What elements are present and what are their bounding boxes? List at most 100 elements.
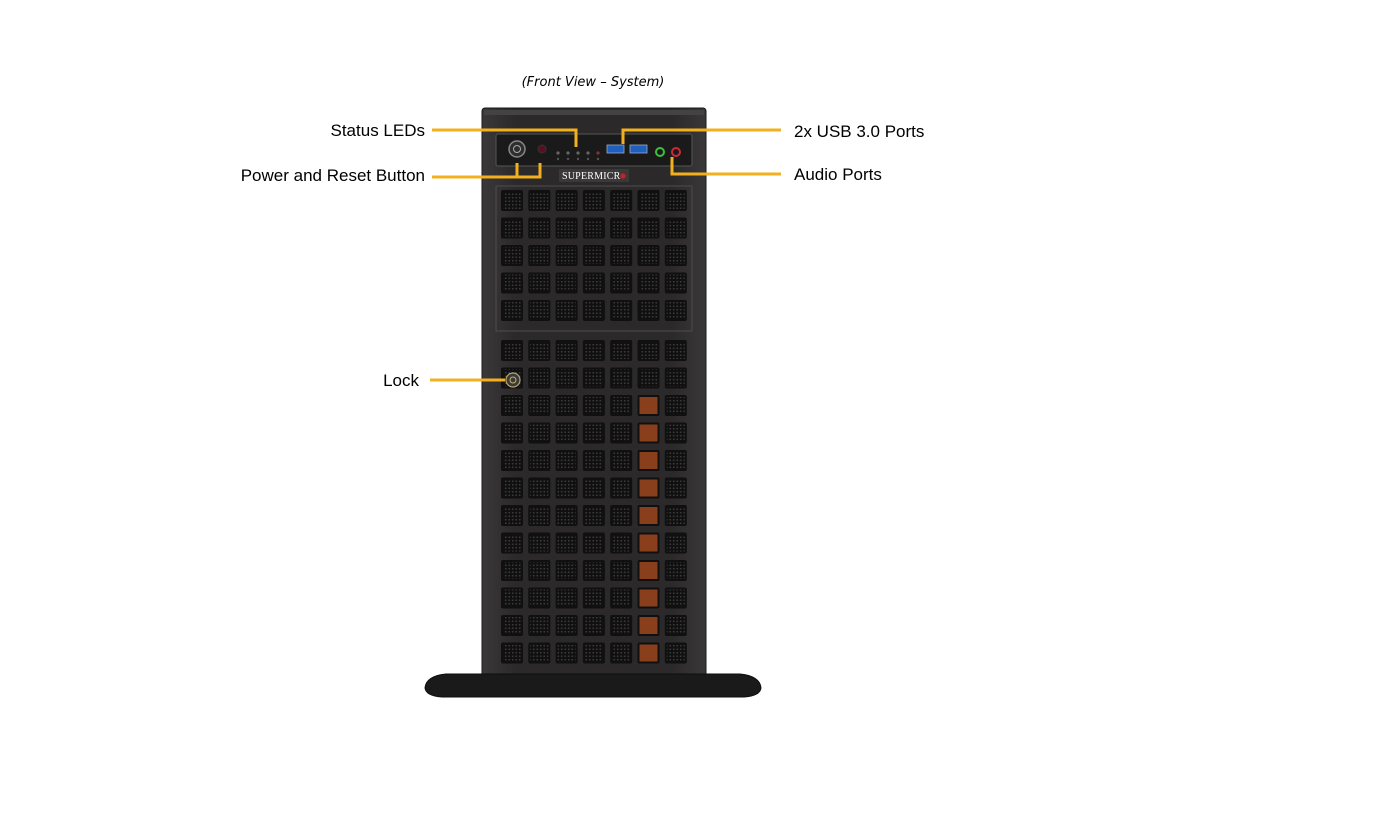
audio-port-red[interactable] (671, 147, 681, 157)
vent-mesh (584, 397, 603, 414)
vent-mesh (503, 302, 521, 319)
vent-mesh (530, 219, 549, 237)
vent-mesh (584, 644, 603, 662)
power-reset-leader (432, 163, 542, 179)
vent-mesh (612, 562, 631, 579)
vent-mesh (666, 219, 685, 237)
fan-glimpse (639, 617, 658, 634)
audio-port-green[interactable] (655, 147, 665, 157)
status-led-icon (586, 157, 590, 161)
fan-glimpse (639, 479, 658, 497)
vent-mesh (503, 589, 521, 607)
vent-mesh (612, 369, 631, 387)
status-led-icon (556, 157, 560, 161)
usb-port[interactable] (629, 144, 648, 154)
vent-mesh (666, 274, 685, 292)
vent-mesh (503, 424, 521, 442)
vent-mesh (557, 342, 576, 359)
control-panel (495, 133, 693, 167)
audio-ports-leader (670, 157, 781, 176)
vent-mesh (503, 247, 521, 264)
fan-glimpse (639, 534, 658, 552)
vent-mesh (584, 369, 603, 387)
vent-mesh (530, 617, 549, 634)
vent-mesh (666, 534, 685, 552)
vent-mesh (503, 397, 521, 414)
vent-mesh (557, 274, 576, 292)
vent-mesh (584, 562, 603, 579)
vent-mesh (666, 247, 685, 264)
brand-logo: SUPERMICR (559, 169, 629, 182)
usb-ports-leader (621, 128, 781, 144)
vent-mesh (639, 192, 658, 209)
power-button[interactable] (508, 140, 526, 158)
power-reset-label: Power and Reset Button (241, 166, 425, 185)
vent-mesh (666, 342, 685, 359)
vent-mesh (557, 507, 576, 524)
vent-mesh (557, 534, 576, 552)
vent-mesh (503, 452, 521, 469)
vent-mesh (530, 452, 549, 469)
vent-mesh (530, 247, 549, 264)
vent-mesh (503, 219, 521, 237)
vent-mesh (557, 424, 576, 442)
vent-mesh (584, 589, 603, 607)
vent-mesh (666, 479, 685, 497)
fan-glimpse (639, 589, 658, 607)
upper-vent-grid (501, 190, 687, 321)
server-chassis: SUPERMICR (424, 107, 762, 698)
chassis-stand (424, 673, 762, 698)
usb-port[interactable] (606, 144, 625, 154)
vent-mesh (530, 397, 549, 414)
vent-mesh (530, 534, 549, 552)
vent-mesh (557, 479, 576, 497)
vent-mesh (584, 534, 603, 552)
front-lock[interactable] (505, 372, 521, 388)
vent-mesh (557, 644, 576, 662)
vent-mesh (612, 479, 631, 497)
fan-glimpse (639, 397, 658, 414)
vent-mesh (639, 342, 658, 359)
vent-mesh (666, 302, 685, 319)
vent-mesh (557, 219, 576, 237)
vent-mesh (503, 507, 521, 524)
vent-mesh (530, 479, 549, 497)
status-led-icon (586, 151, 590, 155)
vent-mesh (612, 589, 631, 607)
lock-label: Lock (383, 371, 419, 390)
vent-mesh (666, 507, 685, 524)
vent-mesh (503, 192, 521, 209)
vent-mesh (503, 534, 521, 552)
vent-mesh (612, 424, 631, 442)
vent-mesh (584, 617, 603, 634)
vent-mesh (612, 274, 631, 292)
vent-mesh (557, 369, 576, 387)
vent-mesh (530, 369, 549, 387)
status-leds-label: Status LEDs (331, 121, 426, 140)
vent-mesh (612, 192, 631, 209)
vent-mesh (584, 247, 603, 264)
vent-mesh (666, 562, 685, 579)
vent-mesh (530, 562, 549, 579)
vent-mesh (530, 302, 549, 319)
vent-mesh (530, 274, 549, 292)
vent-mesh (666, 192, 685, 209)
vent-mesh (503, 617, 521, 634)
vent-mesh (584, 342, 603, 359)
vent-mesh (503, 644, 521, 662)
vent-mesh (557, 452, 576, 469)
vent-mesh (584, 192, 603, 209)
fan-glimpse (639, 452, 658, 469)
vent-mesh (503, 479, 521, 497)
vent-mesh (612, 342, 631, 359)
vent-mesh (557, 397, 576, 414)
status-led-icon (576, 157, 580, 161)
vent-mesh (639, 247, 658, 264)
reset-button[interactable] (537, 144, 547, 154)
status-leds-leader (432, 128, 578, 147)
view-caption: (Front View – System) (522, 75, 665, 90)
status-led-icon (596, 151, 600, 155)
status-led-icon (566, 157, 570, 161)
vent-mesh (557, 192, 576, 209)
